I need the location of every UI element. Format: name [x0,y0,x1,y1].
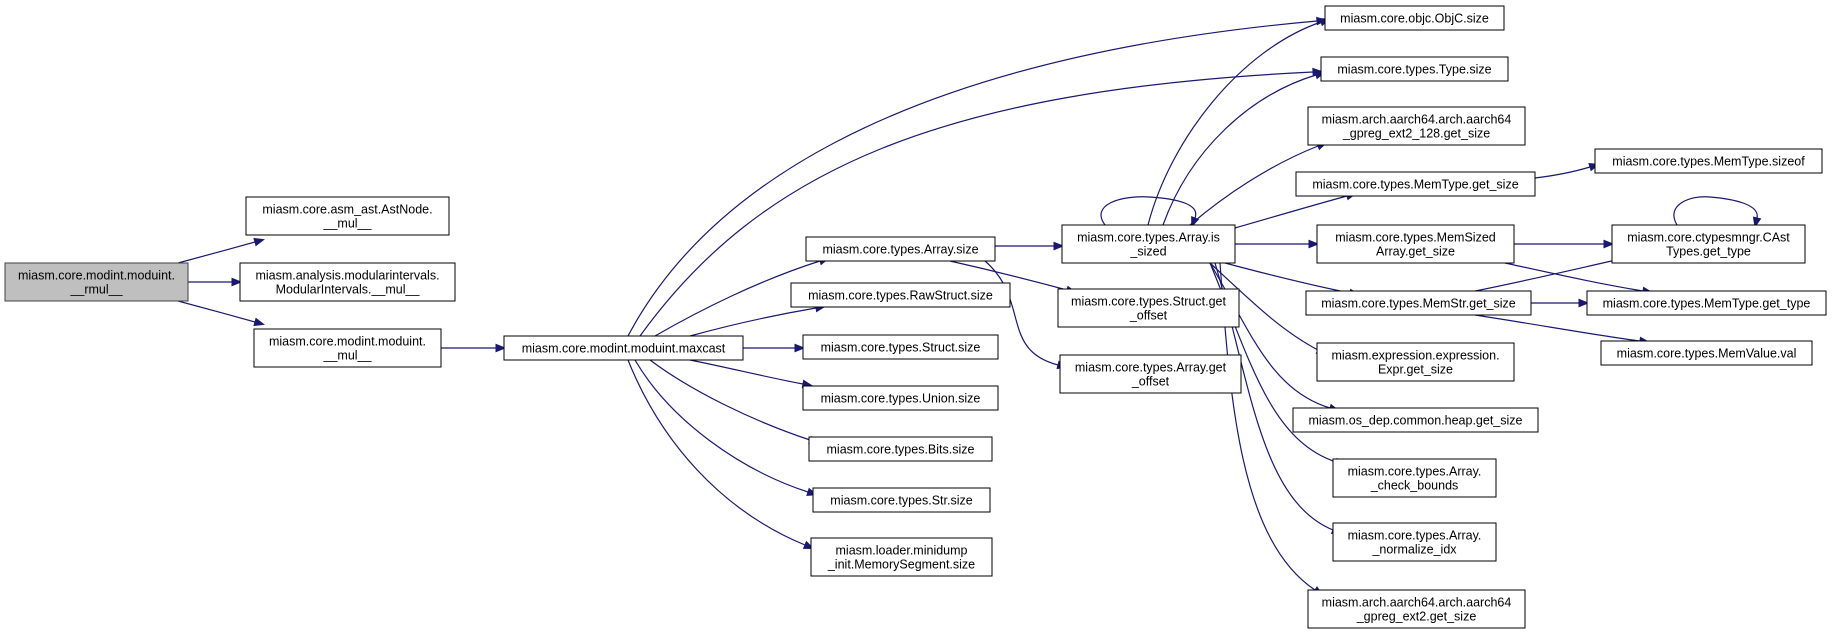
node-label-line: miasm.loader.minidump [836,544,968,558]
node-heap[interactable]: miasm.os_dep.common.heap.get_size [1292,407,1539,433]
node-label-line: _init.MemorySegment.size [827,558,975,572]
node-label-line: miasm.core.modint.moduint.maxcast [522,342,726,356]
node-normalize[interactable]: miasm.core.types.Array._normalize_idx [1332,522,1497,562]
node-union-size[interactable]: miasm.core.types.Union.size [802,385,999,411]
node-objc-size[interactable]: miasm.core.objc.ObjC.size [1324,5,1505,31]
edge-root-to-astnode_mul [177,237,265,264]
edge-maxcast-to-str_size [634,359,818,496]
node-array-size[interactable]: miasm.core.types.Array.size [805,236,996,262]
node-struct-size[interactable]: miasm.core.types.Struct.size [802,334,999,360]
node-maxcast[interactable]: miasm.core.modint.moduint.maxcast [503,335,744,361]
node-label-line: _offset [1129,309,1168,323]
node-label-line: miasm.core.types.Bits.size [827,443,975,457]
node-modint-mul[interactable]: miasm.analysis.modularintervals.ModularI… [239,262,456,302]
node-sizeof[interactable]: miasm.core.types.MemType.sizeof [1594,148,1823,174]
node-label-line: miasm.os_dep.common.heap.get_size [1308,414,1522,428]
node-label-line: miasm.core.types.Array. [1348,465,1482,479]
edges-layer [177,16,1762,596]
node-label-line: miasm.core.modint.moduint. [269,335,426,349]
node-label-line: miasm.analysis.modularintervals. [255,269,439,283]
node-label-line: _offset [1131,375,1170,389]
node-memtype-getsize[interactable]: miasm.core.types.MemType.get_size [1295,171,1536,197]
node-memvalue[interactable]: miasm.core.types.MemValue.val [1600,340,1813,366]
node-struct-getoff[interactable]: miasm.core.types.Struct.get_offset [1057,288,1240,328]
node-label-line: __mul__ [323,217,373,231]
node-label-line: miasm.core.types.Type.size [1337,63,1491,77]
node-label-line: Expr.get_size [1378,363,1453,377]
node-moduint-mul[interactable]: miasm.core.modint.moduint.__mul__ [253,328,442,368]
node-gpreg2[interactable]: miasm.arch.aarch64.arch.aarch64_gpreg_ex… [1307,589,1526,629]
node-label-line: miasm.core.types.Struct.size [821,341,981,355]
node-label-line: miasm.core.types.Str.size [830,494,972,508]
node-root: miasm.core.modint.moduint.__rmul__ [4,262,189,302]
node-label-line: miasm.core.types.MemType.get_type [1603,297,1811,311]
edge-array_size-to-is_sized [995,241,1065,251]
node-label-line: ModularIntervals.__mul__ [276,283,421,297]
edge-memtype_getsize-to-sizeof [1534,162,1600,179]
node-label-line: _check_bounds [1370,479,1459,493]
node-label-line: miasm.core.types.Array. [1348,529,1482,543]
node-label-line: Array.get_size [1376,245,1455,259]
node-label-line: miasm.core.types.Union.size [821,392,981,406]
edge-maxcast-to-struct_size [743,343,806,353]
edge-castget-to-castget [1673,196,1762,229]
edge-is_sized-to-type_size [1162,70,1326,226]
edge-maxcast-to-memseg_size [627,359,815,549]
edge-memstr-to-memtype_gettype [1531,298,1590,308]
node-gpreg128[interactable]: miasm.arch.aarch64.arch.aarch64_gpreg_ex… [1307,106,1526,146]
node-memseg-size[interactable]: miasm.loader.minidump_init.MemorySegment… [810,537,993,577]
node-label-line: miasm.core.types.MemStr.get_size [1321,297,1516,311]
node-bits-size[interactable]: miasm.core.types.Bits.size [808,436,993,462]
edge-is_sized-to-memtype_getsize [1234,191,1357,229]
node-label-line: miasm.core.types.Struct.get [1071,295,1226,309]
edge-root-to-moduint_mul [177,300,265,327]
node-rawstruct-size[interactable]: miasm.core.types.RawStruct.size [790,282,1011,308]
node-label-line: miasm.expression.expression. [1331,349,1499,363]
node-label-line: miasm.arch.aarch64.arch.aarch64 [1322,596,1512,610]
edge-moduint_mul-to-maxcast [441,343,507,353]
node-label-line: miasm.core.types.RawStruct.size [808,289,993,303]
node-label-line: miasm.core.types.MemType.get_size [1312,178,1518,192]
edge-maxcast-to-bits_size [649,359,820,444]
node-label-line: miasm.core.types.MemValue.val [1617,347,1797,361]
edge-maxcast-to-rawstruct_size [689,303,827,337]
node-memstr[interactable]: miasm.core.types.MemStr.get_size [1305,290,1532,316]
node-label-line: _gpreg_ext2.get_size [1356,610,1477,624]
node-label-line: miasm.core.types.Array.is [1077,231,1220,245]
node-label-line: _sized [1129,245,1166,259]
node-label-line: miasm.core.types.MemType.sizeof [1612,155,1805,169]
node-astnode-mul[interactable]: miasm.core.asm_ast.AstNode.__mul__ [245,196,450,236]
node-label-line: miasm.core.objc.ObjC.size [1340,12,1489,26]
node-label-line: __mul__ [323,349,373,363]
edge-is_sized-to-memsized [1235,239,1320,249]
node-is-sized[interactable]: miasm.core.types.Array.is_sized [1061,224,1236,264]
node-type-size[interactable]: miasm.core.types.Type.size [1320,56,1509,82]
node-label-line: Types.get_type [1666,245,1751,259]
edge-root-to-modint_mul [188,277,243,287]
edge-memsized-to-castget [1514,239,1615,249]
node-array-getoff[interactable]: miasm.core.types.Array.get_offset [1059,354,1242,394]
node-label-line: miasm.core.ctypesmngr.CAst [1627,231,1790,245]
node-checkbounds[interactable]: miasm.core.types.Array._check_bounds [1332,458,1497,498]
edge-maxcast-to-union_size [689,359,814,389]
node-label-line: miasm.core.types.Array.get [1075,361,1227,375]
node-label-line: miasm.core.asm_ast.AstNode. [262,203,432,217]
node-label-line: __rmul__ [69,283,123,297]
node-label-line: _normalize_idx [1371,543,1457,557]
node-label-line: _gpreg_ext2_128.get_size [1342,127,1490,141]
edge-is_sized-to-is_sized [1100,196,1200,228]
edge-memstr-to-memvalue [1474,314,1651,346]
node-expr[interactable]: miasm.expression.expression.Expr.get_siz… [1316,342,1515,382]
node-label-line: miasm.core.types.MemSized [1335,231,1496,245]
node-label-line: miasm.arch.aarch64.arch.aarch64 [1322,113,1512,127]
node-memtype-gettype[interactable]: miasm.core.types.MemType.get_type [1586,290,1827,316]
node-str-size[interactable]: miasm.core.types.Str.size [812,487,991,513]
node-label-line: miasm.core.modint.moduint. [18,269,175,283]
edge-memsized-to-memtype_gettype [1504,262,1654,296]
node-label-line: miasm.core.types.Array.size [822,243,978,257]
nodes-layer: miasm.core.modint.moduint.__rmul__miasm.… [4,5,1827,629]
